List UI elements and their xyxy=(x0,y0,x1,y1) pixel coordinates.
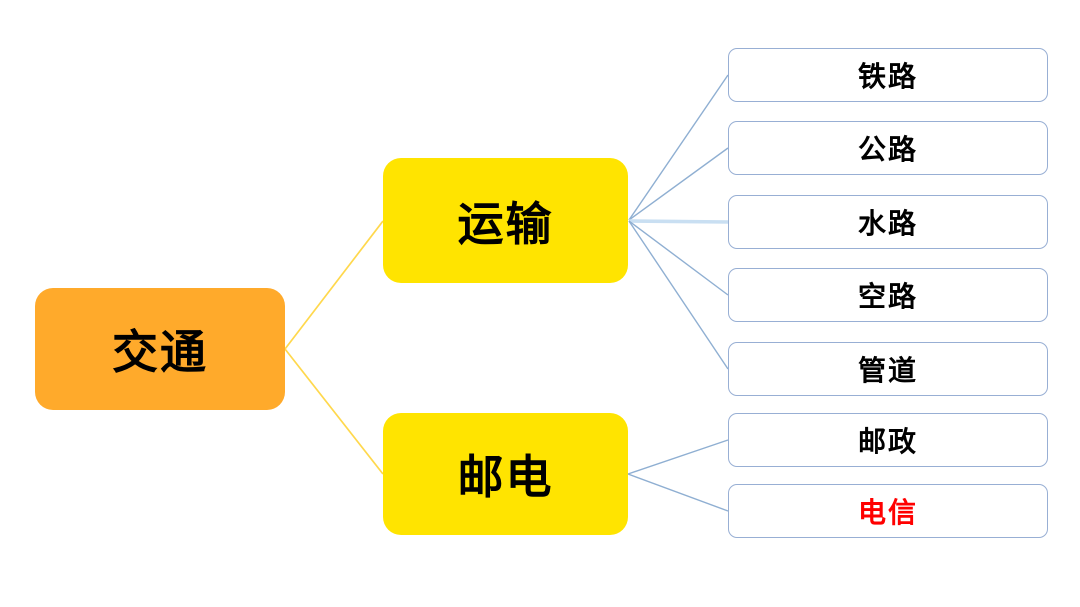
connector-transport-railway xyxy=(628,74,729,221)
leaf-node-telecom: 电信 xyxy=(728,484,1048,538)
branch-node-label: 邮电 xyxy=(457,451,554,503)
leaf-node-postal: 邮政 xyxy=(728,413,1048,467)
connector-transport-waterway xyxy=(628,219,729,224)
leaf-node-label: 公路 xyxy=(857,134,918,165)
connector-transport-pipeline xyxy=(628,220,729,370)
leaf-node-airway: 空路 xyxy=(728,268,1048,322)
leaf-node-label: 管道 xyxy=(857,355,918,386)
branch-node-label: 运输 xyxy=(457,197,554,250)
leaf-node-pipeline: 管道 xyxy=(728,342,1048,396)
root-node-label: 交通 xyxy=(112,326,208,378)
leaf-node-waterway: 水路 xyxy=(728,195,1048,249)
root-node-traffic: 交通 xyxy=(35,288,285,410)
connector-transport-highway xyxy=(628,147,729,221)
connector-root-transport xyxy=(284,220,384,350)
connector-transport-airway xyxy=(628,220,729,296)
leaf-node-highway: 公路 xyxy=(728,121,1048,175)
leaf-node-label: 水路 xyxy=(857,208,918,239)
connector-root-post xyxy=(284,348,384,475)
connector-post-telecom xyxy=(627,473,729,512)
connector-post-postal xyxy=(627,439,729,475)
leaf-node-label: 邮政 xyxy=(857,426,918,457)
leaf-node-railway: 铁路 xyxy=(728,48,1048,102)
leaf-node-label: 电信 xyxy=(857,497,918,528)
leaf-node-label: 空路 xyxy=(857,281,918,312)
leaf-node-label: 铁路 xyxy=(857,61,918,92)
branch-node-transport: 运输 xyxy=(383,158,628,283)
branch-node-post-telecom: 邮电 xyxy=(383,413,628,535)
